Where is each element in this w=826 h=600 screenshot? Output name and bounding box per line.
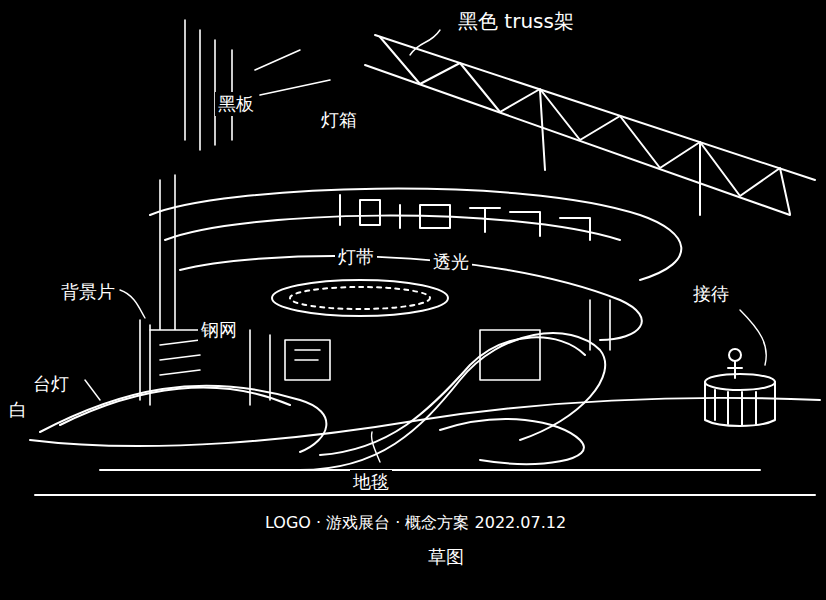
annotation-label: 黑板 — [215, 92, 257, 116]
reception-desk — [705, 349, 775, 426]
annotation-label: 透光 — [430, 250, 472, 274]
annotation-label: 地毯 — [350, 470, 392, 494]
walls — [140, 300, 610, 405]
annotation-label: 灯带 — [335, 245, 377, 269]
light-oval — [272, 280, 448, 316]
annotation-label: LOGO · 游戏展台 · 概念方案 2022.07.12 — [262, 512, 569, 533]
annotation-label: 接待 — [690, 282, 732, 306]
annotation-label: 钢网 — [198, 318, 240, 342]
annotation-label: 白 — [6, 398, 30, 422]
annotation-label: 台灯 — [30, 372, 72, 396]
leader-lines — [85, 30, 766, 462]
annotation-label: 黑色 truss架 — [455, 8, 577, 34]
floor-platform — [30, 333, 820, 495]
annotation-label: 草图 — [425, 545, 467, 569]
annotation-label: 背景片 — [58, 280, 118, 304]
annotation-label: 灯箱 — [318, 108, 360, 132]
